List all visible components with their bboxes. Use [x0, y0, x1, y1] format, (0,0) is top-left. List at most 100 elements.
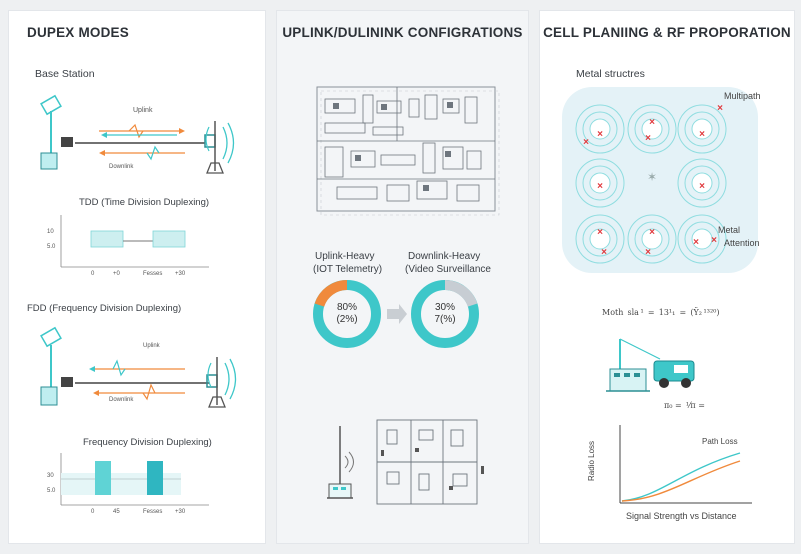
base-station-label: Base Station	[35, 68, 95, 80]
interference-marker-icon: ×	[699, 181, 705, 192]
cell-planning-panel: CELL PLANIING & RF PROPORATION Metal str…	[539, 10, 795, 544]
interference-marker-icon: ×	[601, 247, 607, 258]
fdd-xtick-1: 0	[91, 509, 95, 515]
interference-marker-icon: ×	[597, 181, 603, 192]
tdd-uplink-slot	[90, 230, 124, 248]
fdd-xtick-3: Fesses	[143, 509, 163, 515]
radio-loss-axis-label: Radio Loss	[587, 440, 596, 481]
downlink-donut-accent	[444, 280, 478, 307]
fdd-chart	[60, 453, 209, 506]
path-loss-formula: Moth sla ¹ = 13¹₁ = (Ÿ₂ ¹³²⁰)	[602, 308, 720, 317]
fdd-chart-title: Frequency Division Duplexing)	[83, 437, 212, 448]
cell-ring	[589, 228, 611, 250]
tdd-link-diagram	[40, 94, 235, 174]
tdd-downlink-slot	[152, 230, 186, 248]
fdd-downlink-label: Downlink	[109, 397, 134, 403]
cell-ring	[582, 111, 618, 147]
tower-icon	[606, 338, 661, 392]
cell-coverage-map: ×××××××××××××× ✶	[562, 87, 758, 273]
iot-tower-icon	[327, 426, 354, 499]
tdd-xtick-3: Fesses	[143, 271, 163, 277]
cell-ring	[589, 118, 611, 140]
signal-distance-axis-label: Signal Strength vs Distance	[626, 511, 737, 521]
fdd-xtick-2: 45	[113, 509, 120, 515]
duplex-panel-title: DUPEX MODES	[27, 25, 129, 40]
cell-ring	[641, 228, 663, 250]
tdd-downlink-label: Downlink	[109, 164, 134, 170]
uplink-config-panel: UPLINK/DULININK CONFIGRATIONS	[276, 10, 529, 544]
tdd-chart	[60, 215, 209, 268]
downlink-donut-value: 30% 7(%)	[434, 302, 456, 325]
path-loss-legend: Path Loss	[702, 437, 738, 446]
duplex-modes-panel: DUPEX MODES Base Station	[8, 10, 266, 544]
fdd-base-station-antenna-icon	[40, 326, 73, 406]
interference-marker-icon: ×	[597, 129, 603, 140]
cell-ring	[641, 118, 663, 140]
cell-ring	[691, 172, 713, 194]
interference-marker-icon: ×	[645, 247, 651, 258]
svg-text:✶: ✶	[647, 170, 657, 184]
attention-label: Attention	[724, 238, 760, 248]
donut-charts	[313, 280, 479, 348]
uplink-donut-accent	[314, 280, 348, 307]
cell-ring	[582, 221, 618, 257]
cell-ring	[684, 221, 720, 257]
tdd-uplink-label: Uplink	[133, 107, 153, 114]
cell-ring	[589, 172, 611, 194]
metal-label: Metal	[718, 225, 741, 235]
tdd-ytick-2: 5.0	[47, 244, 56, 250]
interference-marker-icon: ×	[717, 103, 723, 114]
cell-ring	[634, 111, 670, 147]
video-surveillance-label: (Video Surveillance	[405, 264, 491, 275]
path-loss-chart	[619, 425, 752, 504]
interference-marker-icon: ×	[597, 227, 603, 238]
fdd-ytick-2: 5.0	[47, 488, 56, 494]
tdd-xtick-2: +0	[113, 271, 120, 277]
fdd-uplink-band	[95, 461, 111, 495]
teal-path-curve	[621, 452, 741, 502]
cell-ring	[691, 228, 713, 250]
uplink-heavy-label: Uplink-Heavy	[315, 251, 375, 262]
interference-marker-icon: ×	[711, 235, 717, 246]
fdd-downlink-band	[147, 461, 163, 495]
cell-ring	[627, 214, 677, 264]
iot-deployment-diagram	[327, 419, 484, 505]
vehicle-icon	[653, 360, 695, 388]
interference-marker-icon: ×	[645, 133, 651, 144]
tdd-xtick-4: +30	[175, 271, 186, 277]
user-device-icon	[204, 121, 235, 174]
arrow-right-icon	[387, 304, 407, 324]
multipath-label: Multipath	[724, 91, 761, 101]
interference-marker-icon: ×	[699, 129, 705, 140]
cell-ring	[582, 165, 618, 201]
iot-telemetry-label: (IOT Telemetry)	[313, 264, 383, 275]
interference-marker-icon: ×	[583, 137, 589, 148]
cell-ring	[677, 104, 727, 154]
vehicle-tower-diagram	[606, 338, 695, 392]
fdd-xtick-4: +30	[175, 509, 186, 515]
fdd-link-diagram	[40, 326, 237, 408]
cell-ring	[575, 158, 625, 208]
cell-ring	[634, 221, 670, 257]
fdd-title: FDD (Frequency Division Duplexing)	[27, 303, 182, 314]
floor-plan-diagram	[316, 86, 500, 216]
uplink-panel-title: UPLINK/DULININK CONFIGRATIONS	[282, 25, 523, 40]
building-floor-plan	[376, 419, 478, 505]
cell-ring	[677, 158, 727, 208]
cell-panel-title: CELL PLANIING & RF PROPORATION	[543, 25, 791, 40]
interference-marker-icon: ×	[693, 237, 699, 248]
downlink-heavy-label: Downlink-Heavy	[408, 251, 481, 262]
signal-formula: π₀ = ¹⁄π =	[664, 401, 705, 410]
uplink-donut-value: 80% (2%)	[336, 302, 358, 325]
cell-ring	[691, 118, 713, 140]
fdd-ytick-1: 30	[47, 473, 54, 479]
cell-ring	[684, 165, 720, 201]
orange-path-curve	[621, 460, 741, 502]
cell-ring	[627, 104, 677, 154]
cell-ring	[677, 214, 727, 264]
base-station-antenna-icon	[40, 94, 73, 170]
interference-marker-icon: ×	[649, 117, 655, 128]
fdd-user-device-icon	[206, 357, 237, 408]
cell-ring	[575, 104, 625, 154]
tdd-xtick-1: 0	[91, 271, 95, 277]
